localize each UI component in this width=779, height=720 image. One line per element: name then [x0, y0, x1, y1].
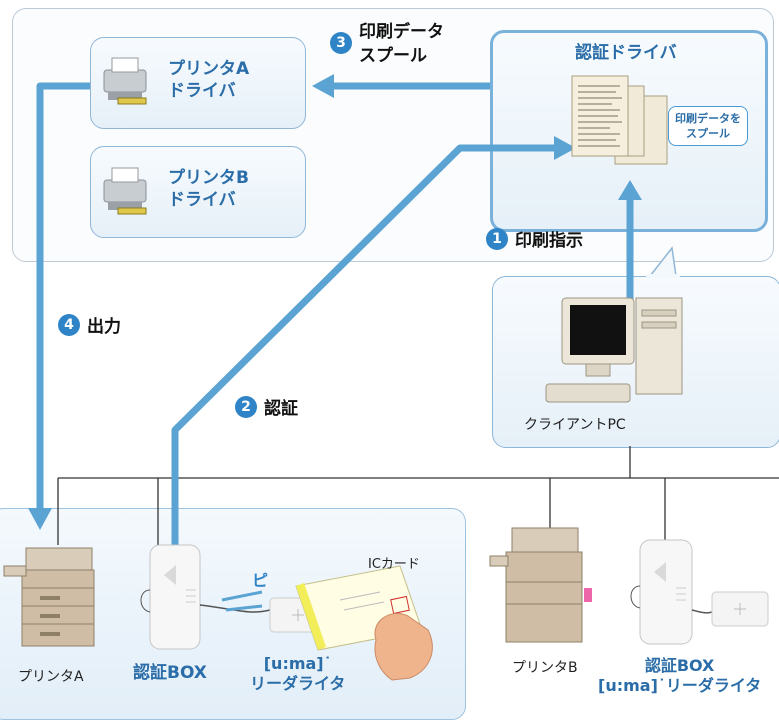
step-2-label: 認証 [264, 399, 298, 419]
speech-tail [648, 246, 677, 277]
step-3: 3 印刷データ スプール [330, 20, 444, 68]
flow-1-arrowhead [618, 180, 642, 200]
step-4-label: 出力 [87, 317, 121, 337]
ic-card-label: ICカード [368, 557, 420, 572]
step-4-badge: 4 [58, 313, 80, 336]
reader-writer-label: [u:ma]˙ リーダライタ [250, 654, 346, 693]
step-1-label: 印刷指示 [515, 231, 583, 251]
nfc-wave-icon: ピ [221, 571, 268, 612]
step-2-badge: 2 [235, 395, 257, 418]
auth-box-2-label: 認証BOX [u:ma]˙リーダライタ [598, 656, 762, 695]
svg-text:ピ: ピ [252, 571, 268, 590]
printer-b-driver-label: プリンタB ドライバ [168, 168, 249, 210]
auth-box-label: 認証BOX [133, 663, 207, 683]
printer-a-icon [3, 547, 95, 647]
step-4: 4 出力 [58, 312, 121, 337]
document-stack-icon [571, 75, 668, 165]
step-3-label: 印刷データ スプール [359, 22, 444, 66]
client-pc-label: クライアントPC [524, 417, 626, 433]
diagram-graphics: ピ [3, 57, 779, 681]
flow-3-arrowhead [312, 74, 334, 98]
flow-2-line [171, 144, 556, 545]
reader-writer-2-icon [711, 591, 769, 627]
flow-2-arrowhead [554, 136, 576, 160]
auth-driver-title: 認証ドライバ [575, 43, 677, 63]
flow-4-arrowhead [28, 508, 52, 530]
printer-b-driver-icon [103, 167, 147, 215]
printer-b-icon [489, 527, 592, 643]
network-lines [57, 446, 779, 545]
client-pc-icon [545, 297, 683, 403]
step-3-badge: 3 [330, 32, 352, 54]
printer-a-driver-label: プリンタA ドライバ [168, 59, 250, 101]
spool-bubble: 印刷データを スプール [668, 106, 748, 146]
hand-icon [374, 613, 433, 681]
step-1-badge: 1 [486, 227, 508, 250]
auth-box-2-icon [630, 539, 693, 645]
flow-arrows [36, 82, 634, 545]
flow-4-line [36, 82, 90, 510]
printer-b-label: プリンタB [512, 660, 578, 676]
auth-box-icon [140, 544, 201, 650]
step-1: 1 印刷指示 [486, 226, 583, 251]
printer-a-driver-icon [103, 57, 147, 105]
step-2: 2 認証 [235, 394, 298, 419]
printer-a-label: プリンタA [18, 669, 84, 685]
